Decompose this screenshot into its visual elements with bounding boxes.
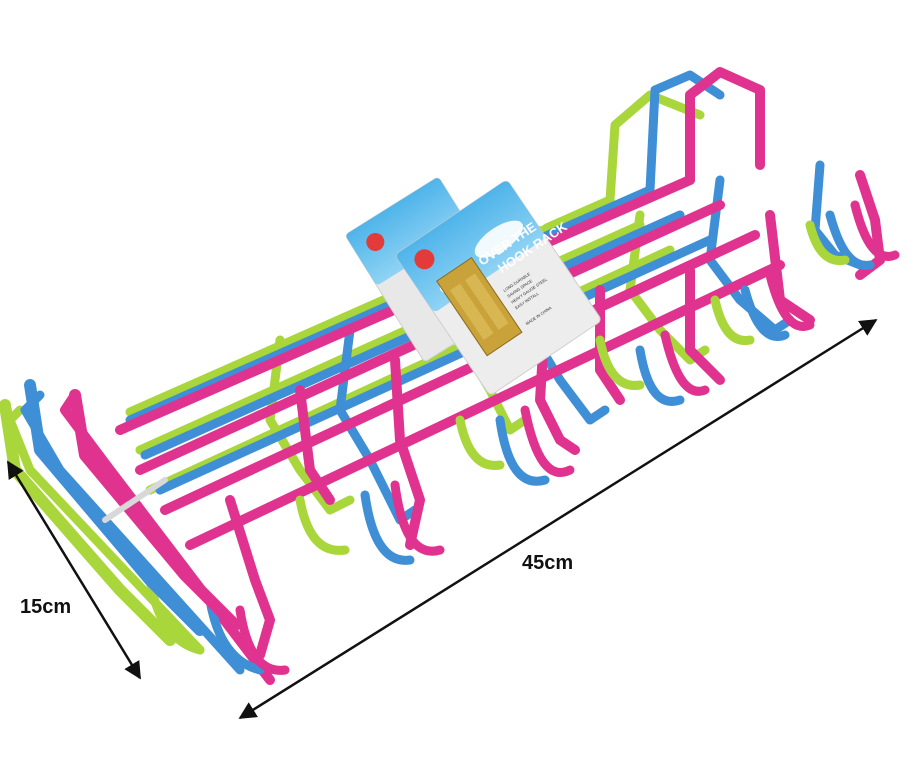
brand-logo-icon xyxy=(414,249,435,270)
cloud-icon xyxy=(474,220,524,258)
brand-logo-icon xyxy=(366,232,385,251)
rack-pink-front xyxy=(60,67,885,685)
depth-dimension-label: 15cm xyxy=(20,596,71,618)
width-dimension-arrow xyxy=(238,318,878,720)
hook-racks xyxy=(0,67,900,685)
width-dimension-label: 45cm xyxy=(522,552,573,574)
dimension-annotations: 45cm 15cm xyxy=(6,318,878,720)
depth-dimension-arrow xyxy=(6,460,142,680)
